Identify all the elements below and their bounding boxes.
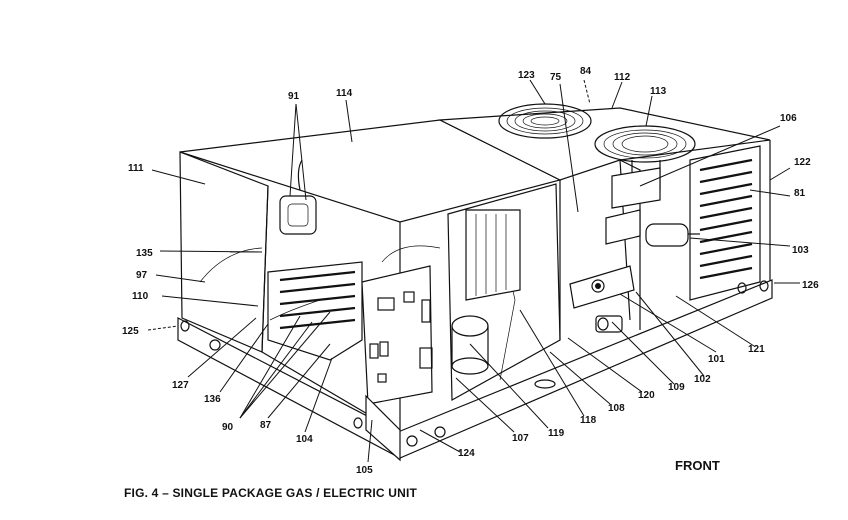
condenser-coil-panel <box>689 145 761 301</box>
blower-assembly <box>279 159 317 235</box>
callout-97: 97 <box>136 270 148 281</box>
callout-90: 90 <box>222 422 234 433</box>
leader-lines <box>147 79 800 463</box>
callout-84: 84 <box>580 66 592 77</box>
callout-108: 108 <box>608 403 625 414</box>
callout-123: 123 <box>518 70 535 81</box>
callout-91: 91 <box>288 91 300 102</box>
condenser-top-panel <box>437 107 771 181</box>
callout-127: 127 <box>172 380 189 391</box>
compressor <box>451 315 489 375</box>
fan-motor-bracket <box>605 167 661 245</box>
callout-120: 120 <box>638 390 655 401</box>
inducer-box <box>569 265 635 309</box>
callout-119: 119 <box>548 428 565 439</box>
callout-113: 113 <box>650 86 667 97</box>
callout-126: 126 <box>802 280 819 291</box>
callout-81: 81 <box>794 188 806 199</box>
callout-107: 107 <box>512 433 529 444</box>
callout-135: 135 <box>136 248 153 259</box>
callout-122: 122 <box>794 157 811 168</box>
callout-124: 124 <box>458 448 475 459</box>
front-label: FRONT <box>675 458 720 473</box>
callout-102: 102 <box>694 374 711 385</box>
callout-109: 109 <box>668 382 685 393</box>
callout-136: 136 <box>204 394 221 405</box>
callout-labels: 91 114 123 75 84 112 113 106 122 81 111 … <box>122 66 819 476</box>
callout-118: 118 <box>580 415 597 426</box>
callout-87: 87 <box>260 420 272 431</box>
callout-112: 112 <box>614 72 631 83</box>
callout-114: 114 <box>336 88 353 99</box>
callout-75: 75 <box>550 72 562 83</box>
control-box <box>365 394 401 462</box>
gas-valve <box>595 315 623 333</box>
base-rail-right <box>397 279 773 459</box>
figure-caption: FIG. 4 – SINGLE PACKAGE GAS / ELECTRIC U… <box>124 486 418 500</box>
gas-valve-panel <box>361 265 433 405</box>
callout-121: 121 <box>748 344 765 355</box>
callout-125: 125 <box>122 326 139 337</box>
evaporator-coil <box>465 209 521 301</box>
callout-110: 110 <box>132 291 149 302</box>
filter-drier <box>645 223 700 247</box>
callout-101: 101 <box>708 354 725 365</box>
condenser-coil-fins <box>699 158 753 280</box>
callout-103: 103 <box>792 245 809 256</box>
heat-exchanger <box>267 261 363 361</box>
callout-104: 104 <box>296 434 313 445</box>
callout-111: 111 <box>128 163 144 174</box>
callout-106: 106 <box>780 113 797 124</box>
callout-105: 105 <box>356 465 373 476</box>
